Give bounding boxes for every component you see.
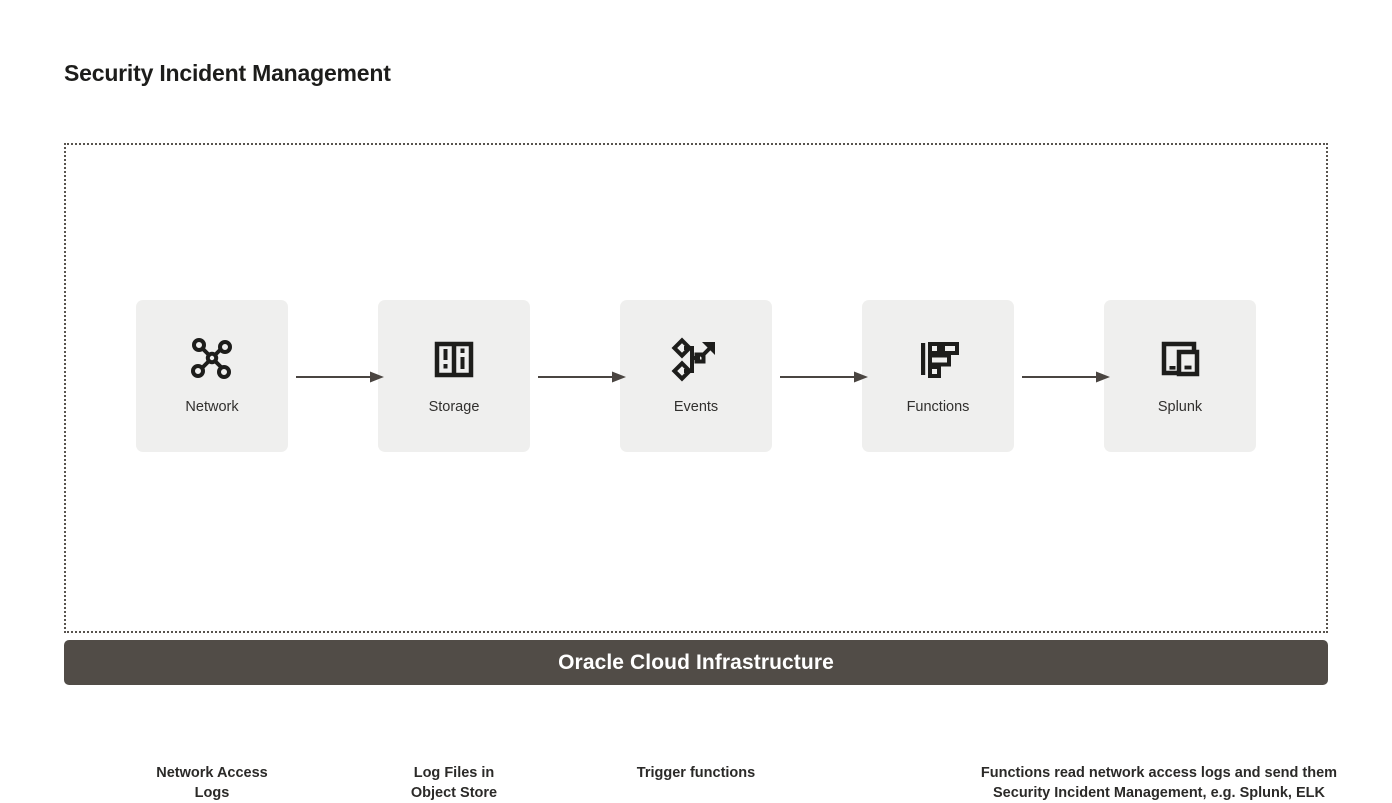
events-flow-icon [671, 337, 715, 382]
flow-node-network[interactable]: Network [136, 300, 288, 452]
monitoring-device-icon [1161, 341, 1200, 377]
flow-node-storage[interactable]: Storage [378, 300, 530, 452]
network-mesh-icon [191, 338, 232, 379]
flow-arrow-storage-to-events [538, 371, 626, 383]
flow-node-functions[interactable]: Functions [862, 300, 1014, 452]
flow-arrow-functions-to-splunk [1022, 371, 1110, 383]
flow-node-splunk[interactable]: Splunk [1104, 300, 1256, 452]
flow-arrow-events-to-functions [780, 371, 868, 383]
functions-icon [921, 342, 959, 378]
flow-caption-storage: Log Files in Object Store [410, 765, 498, 801]
oci-footer-band: Oracle Cloud Infrastructure [64, 640, 1328, 685]
flow-caption-events: Trigger functions [636, 765, 756, 781]
flow-node-label: Functions [906, 399, 970, 415]
architecture-flow: Network Storage [64, 300, 1337, 801]
flow-node-label: Network [185, 399, 239, 415]
flow-node-label: Storage [428, 399, 480, 415]
flow-caption-network: Network Access Logs [156, 765, 268, 801]
oci-footer-label: Oracle Cloud Infrastructure [558, 650, 834, 674]
flow-node-label: Events [673, 399, 719, 415]
oci-region-boundary [64, 143, 1328, 633]
flow-node-label: Splunk [1157, 399, 1203, 415]
flow-node-events[interactable]: Events [620, 300, 772, 452]
object-storage-icon [434, 341, 474, 378]
page-title: Security Incident Management [64, 60, 391, 86]
flow-caption-functions: Functions read network access logs and s… [980, 765, 1338, 801]
flow-arrow-network-to-storage [296, 371, 384, 383]
